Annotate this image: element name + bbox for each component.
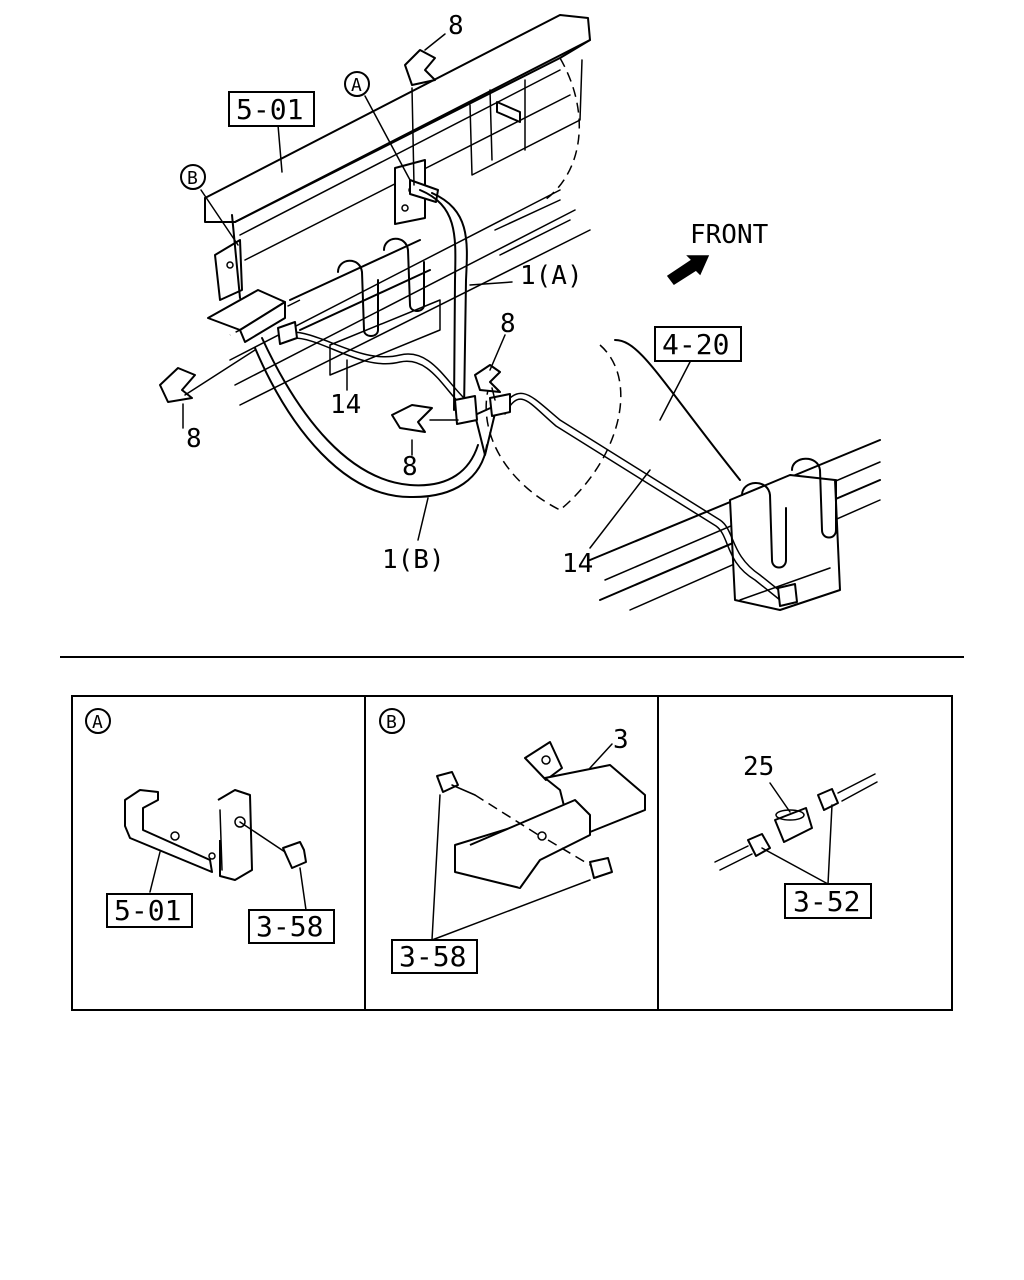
bracket-a-assembly	[394, 159, 439, 225]
panel-a-ref-frame[interactable]: 5-01	[106, 893, 193, 928]
clip-parts	[159, 49, 501, 433]
callout-pipe-right[interactable]: 14	[562, 549, 593, 579]
callout-hose-b[interactable]: 1(B)	[382, 545, 445, 575]
bracket-b-part	[454, 741, 646, 889]
callout-bracket-3[interactable]: 3	[613, 725, 629, 755]
callout-clip-left[interactable]: 8	[186, 424, 202, 454]
panel-a-marker: A	[85, 708, 111, 734]
svg-text:A: A	[351, 75, 362, 96]
svg-text:3-58: 3-58	[256, 910, 323, 943]
detail-panel-b: B 3 3-58	[379, 708, 646, 974]
ref-box-frame[interactable]: 5-01	[228, 91, 315, 127]
panel-c-ref-fitting[interactable]: 3-52	[784, 883, 872, 919]
callout-leaders	[182, 33, 691, 549]
svg-text:B: B	[386, 712, 397, 733]
callout-clip-center[interactable]: 8	[402, 452, 418, 482]
detail-panel-c: 25 3-52	[714, 752, 878, 919]
bolt-b-part	[436, 771, 541, 837]
front-arrow-icon	[666, 255, 710, 286]
bolt-part	[239, 821, 307, 911]
panel-b-ref-bolt[interactable]: 3-58	[391, 939, 478, 974]
marker-a[interactable]: A	[344, 71, 370, 97]
ref-box-axle[interactable]: 4-20	[654, 326, 742, 362]
svg-text:A: A	[92, 712, 103, 733]
svg-text:5-01: 5-01	[236, 93, 303, 126]
svg-text:3-58: 3-58	[399, 940, 466, 973]
panel-b-marker: B	[379, 708, 405, 734]
pipe-union-part	[714, 773, 878, 871]
front-label: FRONT	[690, 220, 769, 250]
svg-text:B: B	[187, 168, 198, 189]
svg-text:5-01: 5-01	[114, 894, 181, 927]
bracket-a-part	[124, 789, 253, 881]
detail-panels-frame	[71, 695, 953, 1011]
panel-a-ref-bolt[interactable]: 3-58	[248, 909, 335, 944]
front-axle-and-spring	[229, 237, 881, 611]
callout-clip-right[interactable]: 8	[500, 309, 516, 339]
bracket-b-assembly	[207, 214, 286, 343]
detail-panel-a: A 5-01 3-58	[85, 708, 335, 944]
callout-hose-a[interactable]: 1(A)	[520, 261, 583, 291]
nut-b-part	[547, 839, 613, 879]
svg-text:4-20: 4-20	[662, 328, 729, 361]
marker-b[interactable]: B	[180, 164, 206, 190]
callout-pipe-left[interactable]: 14	[330, 390, 361, 420]
callout-union-25[interactable]: 25	[743, 752, 774, 782]
callout-clip-top[interactable]: 8	[448, 11, 464, 41]
front-direction-indicator: FRONT	[666, 220, 769, 286]
svg-text:3-52: 3-52	[793, 885, 860, 918]
